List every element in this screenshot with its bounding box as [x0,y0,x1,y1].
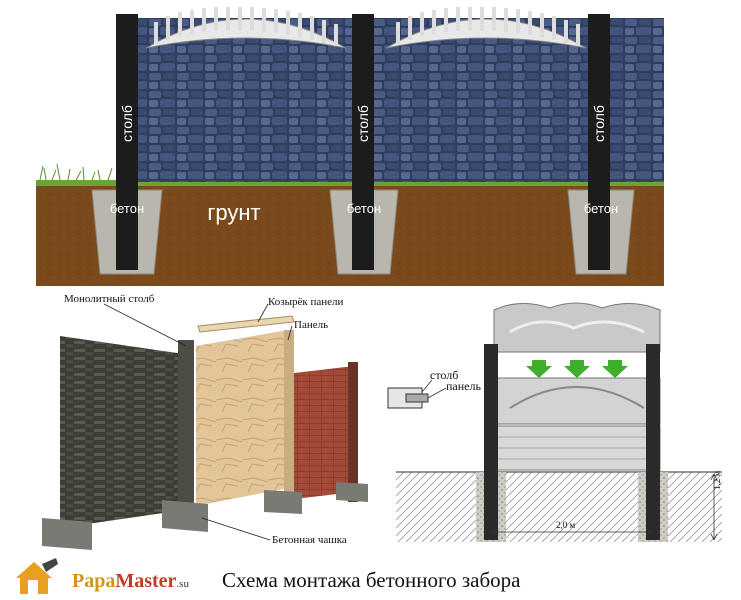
top-fence-diagram: столб столб столб бетон бетон бетон грун… [36,7,664,286]
label-concrete-cup: Бетонная чашка [272,534,347,546]
site-logo-text[interactable]: PapaMaster.su [72,570,189,593]
post-label-3: столб [591,105,607,142]
post-3 [588,14,610,270]
logo-part-papa: Papa [72,570,116,592]
post-2 [352,14,374,270]
concrete-label-2: бетон [347,201,381,216]
label-spacing: 2,0 м [556,520,576,530]
label-schematic-panel: панель [446,379,481,393]
post-label-1: столб [119,105,135,142]
wall-section-1 [132,18,360,182]
label-panel-cap: Козырёк панели [268,296,344,308]
logo-part-master: Master [115,570,177,592]
soil-label: грунт [207,200,260,225]
decorative-cap-2 [385,7,587,49]
diagram-caption: Схема монтажа бетонного забора [222,568,521,592]
label-schematic-post: столб [430,368,459,382]
label-panel: Панель [294,319,329,331]
wall-section-3 [604,18,664,182]
decorative-cap-1 [145,7,347,49]
fence-3d-illustration: Монолитный столб Козырёк панели Панель Б… [34,292,374,554]
post-1 [116,14,138,270]
grass-tufts [39,163,113,181]
wall-section-2 [374,18,590,182]
label-depth: 1,2 м [712,470,722,490]
concrete-label-3: бетон [584,201,618,216]
schematic-drawing [387,302,722,542]
footer: PapaMaster.su Схема монтажа бетонного за… [0,556,741,600]
fence-3d-drawing [42,303,368,550]
post-label-2: столб [355,105,371,142]
installation-schematic: столб панель 2,0 м 1,2 м [380,296,726,554]
label-monolithic-post: Монолитный столб [64,293,155,305]
house-logo-icon [16,558,58,594]
concrete-label-1: бетон [110,201,144,216]
logo-part-domain: .su [176,578,189,590]
